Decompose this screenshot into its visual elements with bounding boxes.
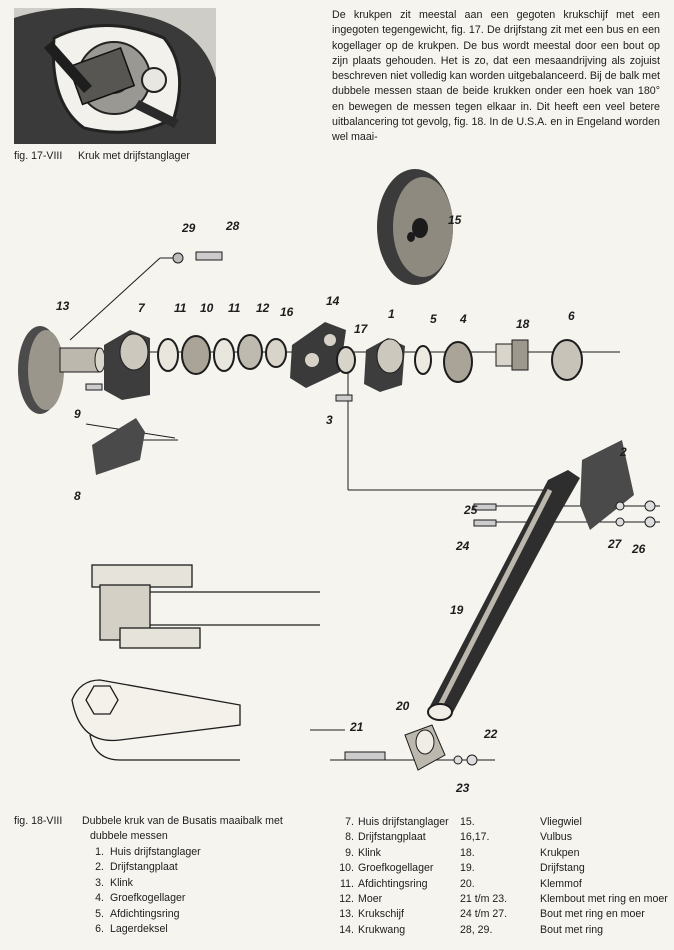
- legend-item: 7.Huis drijfstanglager: [345, 816, 449, 828]
- callout-8: 8: [74, 489, 81, 503]
- callout-13: 13: [56, 299, 70, 313]
- callout-23: 23: [455, 781, 470, 795]
- fig18-legend: fig. 18-VIII Dubbele kruk van de Busatis …: [14, 815, 668, 945]
- fig18-caption: fig. 18-VIII Dubbele kruk van de Busatis …: [14, 815, 283, 827]
- fig18-title-line2: dubbele messen: [90, 830, 168, 842]
- legend-item: 21 t/m 23.Klembout met ring en moer: [460, 892, 668, 905]
- callout-28: 28: [225, 219, 240, 233]
- legend-item: 14.Krukwang: [339, 923, 406, 936]
- fig18-title-line1: Dubbele kruk van de Busatis maaibalk met: [82, 815, 283, 827]
- callout-10: 10: [200, 301, 214, 315]
- callout-7: 7: [138, 301, 146, 315]
- callout-11b: 11: [228, 301, 241, 315]
- legend-item: 8.Drijfstangplaat: [345, 831, 426, 844]
- legend-column-3: 15.Vliegwiel 16,17.Vulbus 18.Krukpen 19.…: [460, 815, 668, 938]
- callout-15: 15: [448, 213, 462, 227]
- callout-19: 19: [450, 603, 464, 617]
- legend-item: 20.Klemmof: [460, 877, 582, 890]
- fig17-title: Kruk met drijfstanglager: [78, 150, 190, 162]
- callout-17: 17: [354, 322, 369, 336]
- legend-item: 15.Vliegwiel: [460, 816, 582, 828]
- part-callouts: 1 2 3 4 5 6 7 8 9 10 11 11 12 13 14 15 1…: [56, 213, 646, 795]
- fig18-number: fig. 18-VIII: [14, 815, 63, 827]
- callout-18: 18: [516, 317, 530, 331]
- legend-item: 10.Groefkogellager: [339, 862, 434, 875]
- legend-item: 9.Klink: [345, 846, 381, 859]
- fig17-number: fig. 17-VIII: [14, 150, 63, 162]
- callout-22: 22: [483, 727, 498, 741]
- callout-11a: 11: [174, 301, 187, 315]
- legend-item: 1.Huis drijfstanglager: [95, 846, 201, 858]
- callout-14: 14: [326, 294, 340, 308]
- legend-item: 28, 29.Bout met ring: [460, 923, 604, 936]
- legend-item: 4.Groefkogellager: [95, 892, 186, 905]
- legend-item: 12.Moer: [339, 892, 383, 905]
- legend-item: 24 t/m 27.Bout met ring en moer: [460, 908, 645, 921]
- callout-1: 1: [388, 307, 395, 321]
- callout-2: 2: [619, 445, 627, 459]
- callout-29: 29: [181, 221, 196, 235]
- callout-9: 9: [74, 407, 81, 421]
- callout-3: 3: [326, 413, 333, 427]
- legend-column-2: 7.Huis drijfstanglager 8.Drijfstangplaat…: [324, 815, 449, 938]
- legend-item: 13.Krukschijf: [339, 908, 404, 921]
- crank-photo: [14, 8, 216, 144]
- callout-25: 25: [463, 503, 478, 517]
- callout-21: 21: [349, 720, 364, 734]
- legend-item: 19.Drijfstang: [460, 862, 585, 875]
- legend-item: 5.Afdichtingsring: [95, 907, 180, 920]
- legend-item: 2.Drijfstangplaat: [95, 861, 178, 874]
- callout-26: 26: [631, 542, 646, 556]
- callout-16: 16: [280, 305, 294, 319]
- callout-4: 4: [459, 312, 467, 326]
- legend-item: 18.Krukpen: [460, 846, 580, 859]
- callout-6: 6: [568, 309, 575, 323]
- legend-column-1: 1.Huis drijfstanglager 2.Drijfstangplaat…: [90, 845, 201, 937]
- legend-item: 6.Lagerdeksel: [95, 922, 168, 935]
- legend-item: 16,17.Vulbus: [460, 831, 572, 844]
- exploded-view-drawing: 1 2 3 4 5 6 7 8 9 10 11 11 12 13 14 15 1…: [18, 169, 660, 795]
- callout-27: 27: [607, 537, 623, 551]
- callout-12: 12: [256, 301, 270, 315]
- callout-5: 5: [430, 312, 437, 326]
- legend-item: 3.Klink: [95, 876, 133, 889]
- callout-24: 24: [455, 539, 470, 553]
- fig17-caption: fig. 17-VIII Kruk met drijfstanglager: [14, 150, 190, 162]
- callout-20: 20: [395, 699, 410, 713]
- legend-item: 11.Afdichtingsring: [340, 877, 428, 890]
- intro-paragraph: De krukpen zit meestal aan een gegoten k…: [332, 9, 660, 144]
